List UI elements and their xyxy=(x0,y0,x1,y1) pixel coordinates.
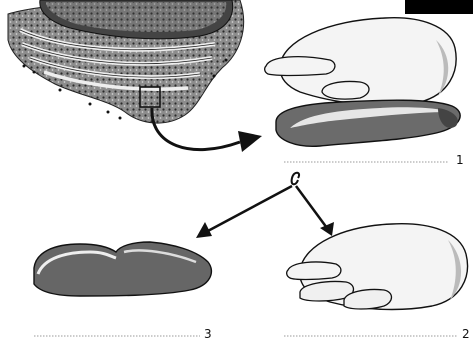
cell-fragment xyxy=(8,0,244,123)
label-3: 3 xyxy=(204,327,212,340)
top-bar xyxy=(405,0,473,14)
ribosome-large-subunit xyxy=(287,224,468,310)
ribosome-small-subunit xyxy=(34,242,211,296)
split-arrows xyxy=(196,173,334,238)
ribosome-assembled xyxy=(265,18,460,147)
label-2: 2 xyxy=(462,327,470,340)
label-1: 1 xyxy=(456,153,464,167)
zoom-arrow-head xyxy=(238,131,262,152)
